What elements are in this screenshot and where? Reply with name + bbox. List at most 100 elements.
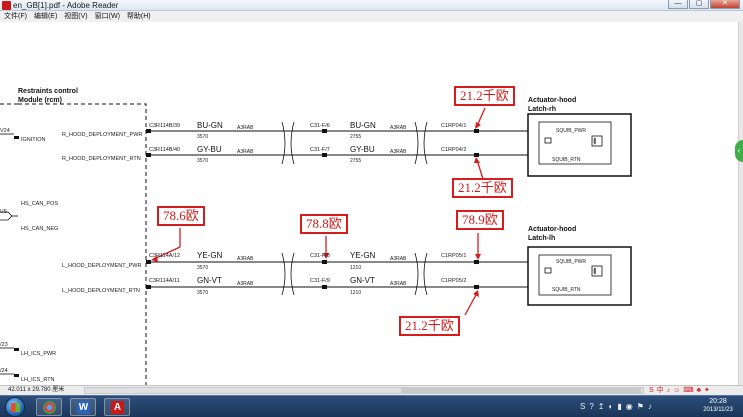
tray-volume-icon[interactable]: ♪ — [647, 402, 652, 411]
harness-label: A3RAB — [237, 281, 254, 287]
word-icon: W — [77, 401, 90, 414]
adobe-reader-icon — [2, 1, 11, 10]
us-label: US — [0, 209, 7, 215]
harness-label-2: A3RAB — [390, 125, 407, 131]
wire-color: GN-VT — [197, 276, 222, 285]
actuator-lh-title: Actuator-hood — [528, 226, 577, 233]
wire-number: 3570 — [197, 158, 209, 164]
document-view[interactable]: Restraints control Module (rcm) V24 IGNI… — [0, 22, 738, 385]
taskbar-app-reader[interactable]: A — [104, 398, 130, 416]
horizontal-scroll-thumb[interactable] — [401, 388, 641, 393]
wiring-diagram — [0, 103, 632, 385]
chevron-left-icon: ‹ — [737, 146, 741, 155]
tray-upload-icon[interactable]: ↥ — [597, 402, 605, 411]
taskbar: W A S ? ↥ ◐ ▮ ◉ ⚑ ♪ 20:28 2013/11/23 — [0, 395, 743, 417]
adobe-reader-icon: A — [111, 401, 124, 414]
clock[interactable]: 20:28 2013/11/23 — [695, 397, 741, 417]
ime-emoji-icon[interactable]: ☺ — [673, 387, 681, 394]
wire-number-2: 2755 — [350, 158, 362, 164]
actuator-lh-subtitle: Latch-lh — [528, 235, 556, 242]
end-pin-label: C1RP04/1 — [441, 123, 467, 129]
title-bar: en_GB[1].pdf - Adobe Reader — ▢ ✕ — [0, 0, 743, 11]
harness-label-2: A3RAB — [390, 149, 407, 155]
module-title-line1: Restraints control — [18, 88, 78, 95]
clock-time: 20:28 — [709, 398, 727, 405]
vertical-scrollbar[interactable] — [738, 22, 743, 385]
squib-pwr-label: SQUIB_PWR — [556, 259, 587, 265]
tray-shield-icon[interactable]: ◐ — [608, 402, 614, 411]
tray-ime-icon[interactable]: S — [580, 402, 586, 411]
wire-color: YE-GN — [197, 251, 223, 260]
pin-v24-label: V24 — [0, 128, 10, 134]
pin-23-label: /23 — [0, 342, 8, 348]
window-controls: — ▢ ✕ — [668, 0, 740, 10]
inline-connector-label: C31-F/6 — [310, 123, 330, 129]
resistance-note-lh-rtn: 21.2千欧 — [399, 316, 460, 336]
resistance-note-rh-rtn: 21.2千欧 — [452, 178, 513, 198]
maximize-button[interactable]: ▢ — [689, 0, 709, 9]
wire-number: 3570 — [197, 290, 209, 296]
taskbar-app-chrome[interactable] — [36, 398, 62, 416]
ime-skin-icon[interactable]: ♣ — [696, 387, 702, 394]
wire-number: 3570 — [197, 134, 209, 140]
page-size-readout: 42.011 x 29.780 厘米 — [8, 387, 65, 393]
ime-logo-icon[interactable]: S — [649, 387, 654, 394]
inline-connector-label: C31-F/7 — [310, 147, 330, 153]
wire-color: GY-BU — [197, 145, 222, 154]
menu-edit[interactable]: 编辑(E) — [33, 13, 58, 20]
connector-label: C3R114A/11 — [149, 278, 180, 284]
wire-color-2: GN-VT — [350, 276, 375, 285]
ime-keyboard-icon[interactable]: ⌨ — [683, 387, 694, 394]
window-title: en_GB[1].pdf - Adobe Reader — [13, 1, 119, 10]
pin-24-label: /24 — [0, 368, 8, 374]
taskbar-app-word[interactable]: W — [70, 398, 96, 416]
signal-label: R_HOOD_DEPLOYMENT_RTN — [62, 156, 141, 162]
connector-label: C3R114B/39 — [149, 123, 181, 129]
resistance-note-rh-pwr: 21.2千欧 — [454, 86, 515, 106]
clock-date: 2013/11/23 — [703, 407, 733, 413]
status-bar: 42.011 x 29.780 厘米 S 中 ♪ ☺ ⌨ ♣ ✦ — [0, 385, 743, 395]
end-pin-label: C1RP04/2 — [441, 147, 467, 153]
horizontal-scrollbar[interactable] — [84, 387, 644, 394]
close-button[interactable]: ✕ — [710, 0, 740, 9]
resistance-note-lh-module: 78.6欧 — [157, 206, 205, 226]
tray-battery-icon[interactable]: ▮ — [617, 402, 622, 411]
ime-toolbar: S 中 ♪ ☺ ⌨ ♣ ✦ — [648, 386, 711, 396]
ime-mode-icon[interactable]: 中 — [656, 387, 664, 394]
tray-network-icon[interactable]: ◉ — [625, 402, 633, 411]
menu-file[interactable]: 文件(F) — [4, 13, 27, 20]
squib-pwr-label: SQUIB_PWR — [556, 128, 587, 134]
harness-label: A3RAB — [237, 256, 254, 262]
minimize-button[interactable]: — — [668, 0, 688, 9]
wire-number-2: 1210 — [350, 290, 362, 296]
wire-number: 3570 — [197, 265, 209, 271]
harness-label: A3RAB — [237, 149, 254, 155]
menu-view[interactable]: 视图(V) — [64, 13, 88, 20]
hs-can-pos-label: HS_CAN_POS — [21, 201, 58, 207]
browser-icon — [43, 401, 56, 414]
ime-punct-icon[interactable]: ♪ — [666, 387, 671, 394]
start-button[interactable] — [5, 397, 25, 417]
wire-color-2: BU-GN — [350, 121, 376, 130]
signal-label: L_HOOD_DEPLOYMENT_PWR — [62, 263, 142, 269]
ime-tools-icon[interactable]: ✦ — [704, 387, 710, 394]
end-pin-label: C1RP05/1 — [441, 253, 467, 259]
signal-label: R_HOOD_DEPLOYMENT_PWR — [62, 132, 143, 138]
connector-label: C3R114B/40 — [149, 147, 181, 153]
side-panel-handle[interactable] — [735, 140, 743, 162]
hs-can-neg-label: HS_CAN_NEG — [21, 226, 59, 232]
menu-window[interactable]: 窗口(W) — [94, 13, 120, 20]
end-pin-label: C1RP05/2 — [441, 278, 467, 284]
squib-rtn-label: SQUIB_RTN — [552, 157, 581, 163]
menu-help[interactable]: 帮助(H) — [126, 13, 151, 20]
signal-label: L_HOOD_DEPLOYMENT_RTN — [62, 288, 140, 294]
harness-label-2: A3RAB — [390, 281, 407, 287]
tray-flag-icon[interactable]: ⚑ — [636, 402, 644, 411]
harness-label-2: A3RAB — [390, 256, 407, 262]
system-tray: S ? ↥ ◐ ▮ ◉ ⚑ ♪ — [580, 399, 695, 415]
connector-label: C3R114A/12 — [149, 253, 181, 259]
lh-ics-rtn-label: LH_ICS_RTN — [21, 377, 55, 383]
resistance-note-lh-end: 78.9欧 — [456, 210, 504, 230]
tray-help-icon[interactable]: ? — [589, 402, 594, 411]
resistance-note-lh-inline: 78.8欧 — [300, 214, 348, 234]
